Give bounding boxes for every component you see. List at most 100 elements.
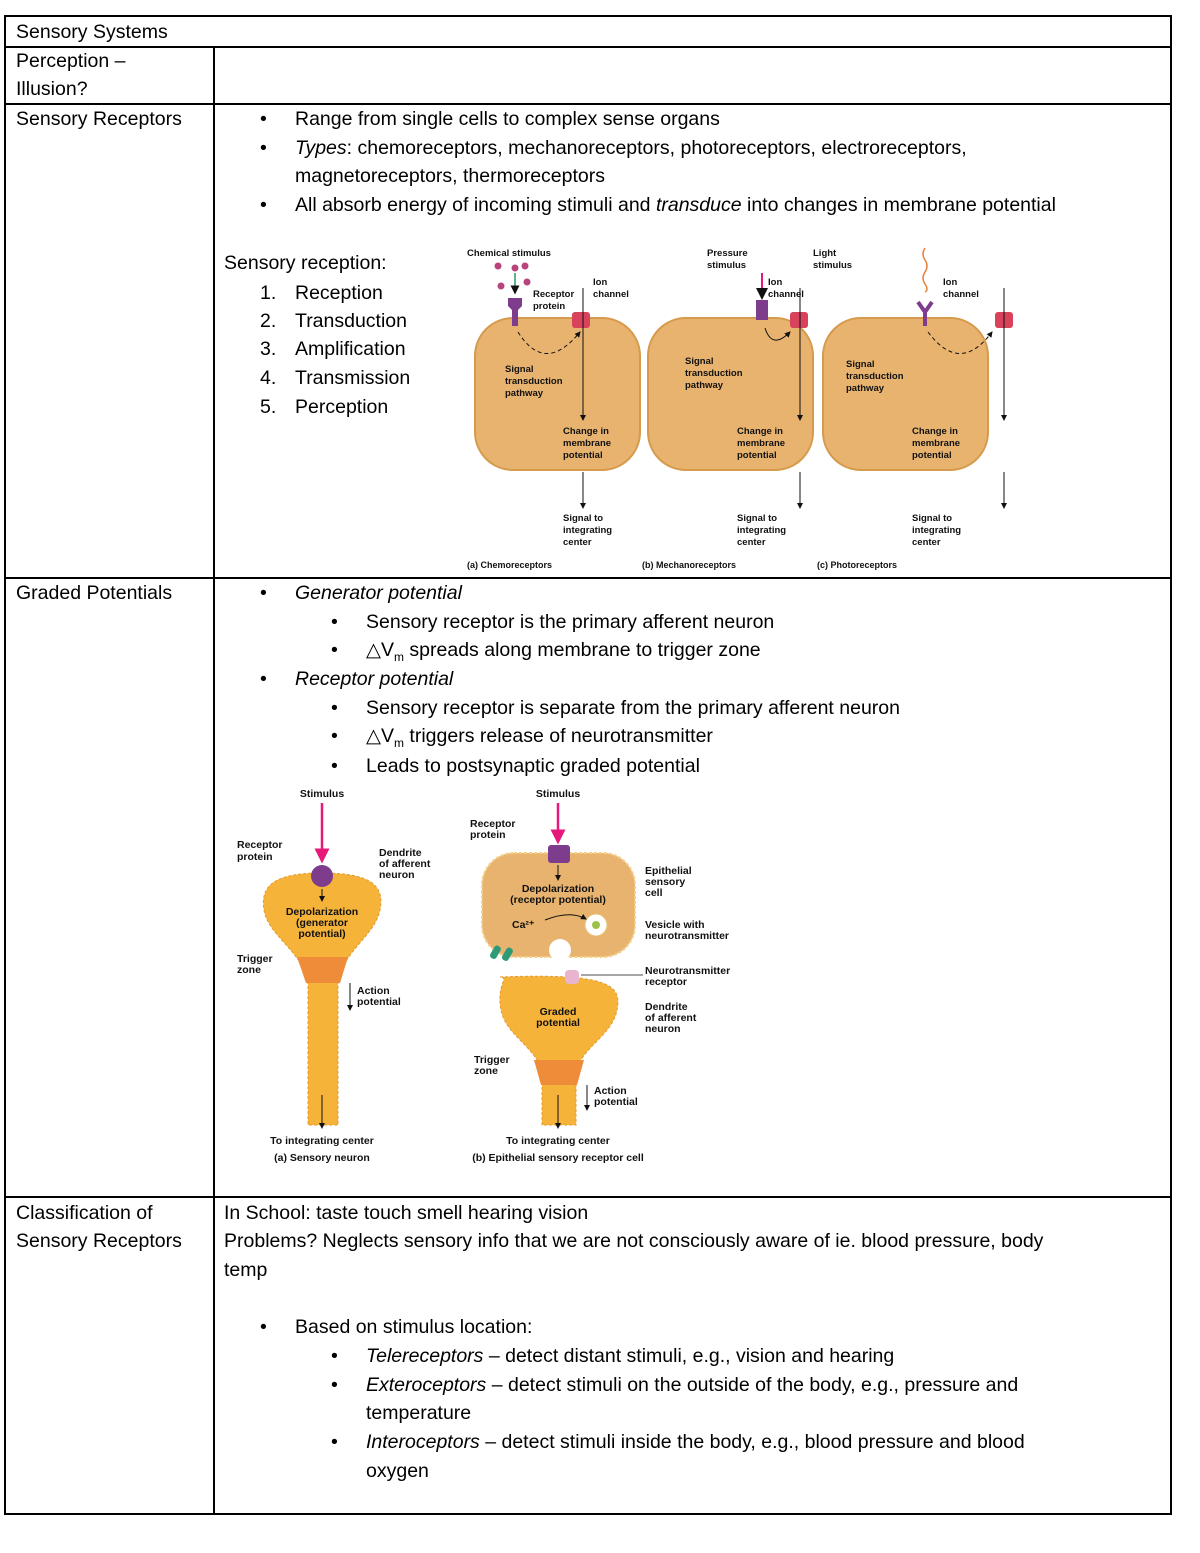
row-label-classification-1: Classification of — [16, 1202, 153, 1224]
label: channel — [593, 289, 629, 300]
sub-bullet-text-cont: temperature — [366, 1402, 472, 1424]
row-divider — [6, 103, 1170, 105]
label: Neurotransmitter — [645, 965, 730, 977]
sub-bullet: • — [331, 611, 338, 633]
sub-bullet-text: Sensory receptor is separate from the pr… — [366, 697, 900, 719]
label: transduction — [846, 371, 904, 382]
sub-bullet: • — [331, 1345, 338, 1367]
row-label-sensory-receptors: Sensory Receptors — [16, 108, 182, 130]
label: center — [563, 537, 592, 548]
panel-chemoreceptor: Chemical stimulus Receptor protein Ion c… — [467, 248, 641, 570]
label: Signal — [505, 364, 534, 375]
ion-channel-icon — [572, 312, 590, 328]
label: Graded — [540, 1006, 577, 1018]
paragraph-line: Problems? Neglects sensory info that we … — [224, 1230, 1044, 1252]
label: protein — [237, 851, 273, 863]
step-number: 4. — [260, 367, 277, 389]
bullet: • — [260, 668, 267, 690]
receptor-protein-icon — [508, 298, 522, 326]
label: Change in — [563, 426, 609, 437]
label: zone — [237, 964, 261, 976]
label: neurotransmitter — [645, 930, 729, 942]
row-label-graded-potentials: Graded Potentials — [16, 582, 173, 604]
label: pathway — [505, 388, 544, 399]
sensory-receptor-types-figure: Chemical stimulus Receptor protein Ion c… — [467, 247, 1013, 570]
label: Dendrite — [645, 1001, 688, 1013]
bullet: • — [260, 137, 267, 159]
graded-potentials-figure: Stimulus Receptor protein Dendrite of af… — [237, 788, 730, 1164]
sub-bullet-text: Sensory receptor is the primary afferent… — [366, 611, 775, 633]
label: potential) — [298, 928, 345, 940]
label: Action — [357, 985, 390, 997]
sensory-reception-title: Sensory reception: — [224, 252, 387, 274]
sub-bullet-text: Exteroceptors – detect stimuli on the ou… — [366, 1374, 1019, 1396]
row-label-perception-2: Illusion? — [16, 78, 88, 100]
step-number: 2. — [260, 310, 277, 332]
step-number: 1. — [260, 282, 277, 304]
label: of afferent — [645, 1012, 697, 1024]
sub-bullet: • — [331, 755, 338, 777]
label: Signal to — [912, 513, 952, 524]
neurotransmitter-receptor-icon — [565, 970, 579, 984]
row-label-classification-2: Sensory Receptors — [16, 1230, 182, 1252]
label: Ca²⁺ — [512, 919, 535, 931]
label: protein — [533, 301, 565, 312]
label: Stimulus — [300, 788, 344, 800]
panel-mechanoreceptor: Pressure stimulus Ion channel Signal tra… — [642, 248, 814, 570]
light-wave-icon — [922, 247, 928, 293]
receptor-protein-icon — [756, 300, 768, 320]
row-divider — [6, 46, 1170, 48]
label: Vesicle with — [645, 919, 705, 931]
label: Depolarization — [286, 906, 358, 918]
cell-body — [474, 317, 641, 471]
label: Signal to — [563, 513, 603, 524]
label: Ion — [768, 277, 782, 288]
label: of afferent — [379, 858, 431, 870]
step: Reception — [295, 282, 383, 304]
step: Perception — [295, 396, 389, 418]
label: cell — [645, 887, 663, 899]
sub-bullet-text-cont: oxygen — [366, 1460, 429, 1482]
label: Change in — [737, 426, 783, 437]
bullet: • — [260, 1316, 267, 1338]
label: membrane — [912, 438, 960, 449]
label: neuron — [645, 1023, 681, 1035]
notes-table — [4, 15, 1172, 1515]
bullet: • — [260, 582, 267, 604]
step: Transduction — [295, 310, 408, 332]
row-divider — [6, 577, 1170, 579]
sub-bullet-text: △Vm spreads along membrane to trigger zo… — [366, 639, 761, 664]
step: Transmission — [295, 367, 411, 389]
bullet: • — [260, 108, 267, 130]
label: Depolarization — [522, 883, 594, 895]
label: Signal — [846, 359, 875, 370]
label: (generator — [296, 917, 348, 929]
label: (receptor potential) — [510, 894, 606, 906]
sub-bullet: • — [331, 697, 338, 719]
row-label-perception-1: Perception – — [16, 50, 126, 72]
label: membrane — [563, 438, 611, 449]
label: center — [737, 537, 766, 548]
label: protein — [470, 829, 506, 841]
label: integrating — [737, 525, 786, 536]
bullet-text: Types: chemoreceptors, mechanoreceptors,… — [295, 137, 967, 159]
step-number: 5. — [260, 396, 277, 418]
label: Trigger — [474, 1054, 510, 1066]
label: receptor — [645, 976, 687, 988]
label: Ion — [943, 277, 957, 288]
sub-bullet-text: △Vm triggers release of neurotransmitter — [366, 725, 713, 750]
panel-epithelial-receptor: Stimulus Receptor protein Epithelial sen… — [470, 788, 730, 1164]
sub-bullet: • — [331, 639, 338, 661]
label: Action — [594, 1085, 627, 1097]
ion-channel-icon — [790, 312, 808, 328]
trigger-zone — [297, 957, 348, 983]
label: membrane — [737, 438, 785, 449]
label: potential — [563, 450, 603, 461]
column-divider — [213, 47, 215, 1513]
cell-body — [647, 317, 814, 471]
label: integrating — [563, 525, 612, 536]
label: stimulus — [707, 260, 746, 271]
label: Signal — [685, 356, 714, 367]
label: zone — [474, 1065, 498, 1077]
label: potential — [594, 1096, 638, 1108]
